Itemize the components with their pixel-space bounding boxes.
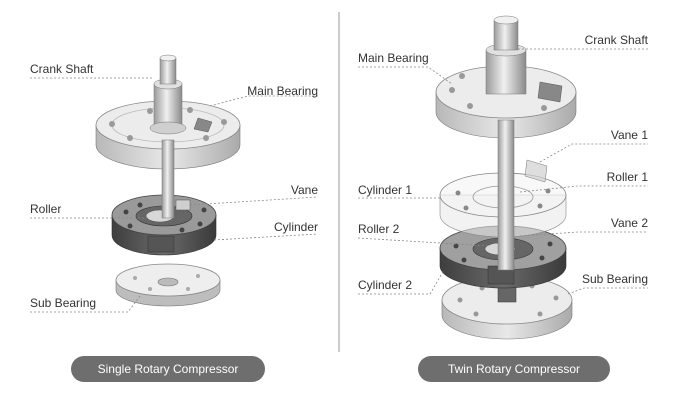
label-twin-cylinder-2: Cylinder 2 bbox=[358, 278, 413, 292]
label-twin-cylinder-1: Cylinder 1 bbox=[358, 183, 413, 197]
caption-single-rotary: Single Rotary Compressor bbox=[71, 356, 265, 382]
leader-twin-main-bearing bbox=[358, 66, 453, 85]
label-twin-roller-2: Roller 2 bbox=[358, 222, 400, 236]
label-single-main-bearing: Main Bearing bbox=[247, 84, 318, 98]
twin-leader-lines bbox=[357, 48, 648, 295]
leader-single-vane bbox=[189, 196, 319, 206]
label-twin-main-bearing: Main Bearing bbox=[358, 51, 429, 65]
single-crank-shaft-part bbox=[149, 54, 187, 219]
label-twin-roller-1: Roller 1 bbox=[606, 170, 648, 184]
label-twin-crank-shaft: Crank Shaft bbox=[584, 33, 648, 47]
label-twin-vane-1: Vane 1 bbox=[610, 128, 648, 142]
leader-twin-sub-bearing bbox=[567, 287, 648, 295]
leader-single-main-bearing bbox=[209, 95, 318, 107]
label-single-crank-shaft: Crank Shaft bbox=[30, 62, 94, 76]
single-sub-bearing-part bbox=[115, 263, 221, 307]
leader-twin-vane-2 bbox=[519, 231, 648, 237]
label-single-vane: Vane bbox=[290, 183, 318, 197]
single-leader-lines bbox=[30, 77, 319, 313]
label-single-sub-bearing: Sub Bearing bbox=[30, 296, 97, 310]
leader-twin-cylinder-2 bbox=[358, 269, 445, 295]
leader-twin-roller-1 bbox=[519, 185, 648, 193]
label-twin-sub-bearing: Sub Bearing bbox=[581, 272, 648, 286]
label-twin-vane-2: Vane 2 bbox=[610, 216, 648, 230]
leader-twin-vane-1 bbox=[539, 143, 648, 163]
leader-single-sub-bearing bbox=[30, 295, 141, 313]
single-cylinder-part bbox=[111, 194, 217, 256]
leader-single-cylinder bbox=[213, 233, 319, 241]
label-single-roller: Roller bbox=[30, 202, 62, 216]
twin-crank-shaft-part bbox=[485, 15, 527, 271]
caption-twin-rotary: Twin Rotary Compressor bbox=[418, 356, 610, 382]
label-single-cylinder: Cylinder bbox=[273, 220, 318, 234]
